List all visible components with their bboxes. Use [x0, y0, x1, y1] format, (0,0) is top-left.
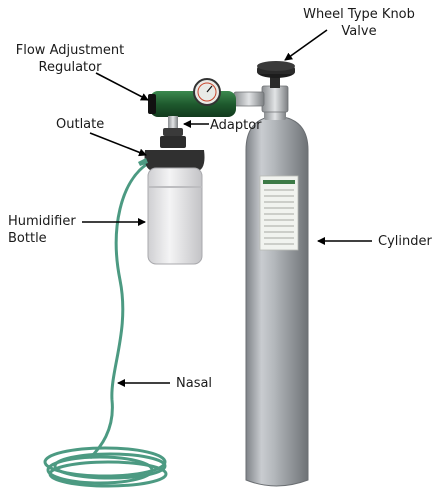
label-flow-line1: Flow Adjustment	[15, 43, 125, 58]
valve-body	[233, 74, 289, 113]
label-outlate: Outlate	[56, 117, 105, 132]
label-flow-line2: Regulator	[38, 60, 102, 75]
cylinder	[245, 110, 309, 487]
label-cylinder: Cylinder	[378, 234, 432, 249]
tubing-coil	[43, 446, 168, 488]
nasal-tubing	[88, 160, 151, 460]
flow-regulator	[148, 78, 236, 117]
humidifier-bottle	[138, 136, 205, 265]
label-wheel-knob: Wheel Type Knob Valve	[296, 6, 422, 40]
adaptor	[163, 116, 183, 136]
callout-arrows	[82, 29, 372, 387]
arrow-wheel-knob	[284, 29, 328, 61]
label-flow-regulator: Flow Adjustment Regulator	[8, 42, 132, 76]
wheel-knob	[257, 61, 295, 78]
label-wheel-knob-line1: Wheel Type Knob	[303, 7, 415, 22]
arrow-outlate	[89, 132, 147, 157]
label-humidifier: Humidifier Bottle	[8, 213, 76, 247]
cylinder-label-sticker	[259, 175, 299, 251]
label-humidifier-line2: Bottle	[8, 231, 47, 246]
label-wheel-knob-line2: Valve	[341, 24, 377, 39]
outlet-nozzle	[138, 158, 148, 166]
label-humidifier-line1: Humidifier	[8, 214, 76, 229]
arrow-flow-regulator	[95, 72, 149, 101]
label-nasal: Nasal	[176, 376, 213, 391]
label-adaptor: Adaptor	[210, 118, 262, 133]
